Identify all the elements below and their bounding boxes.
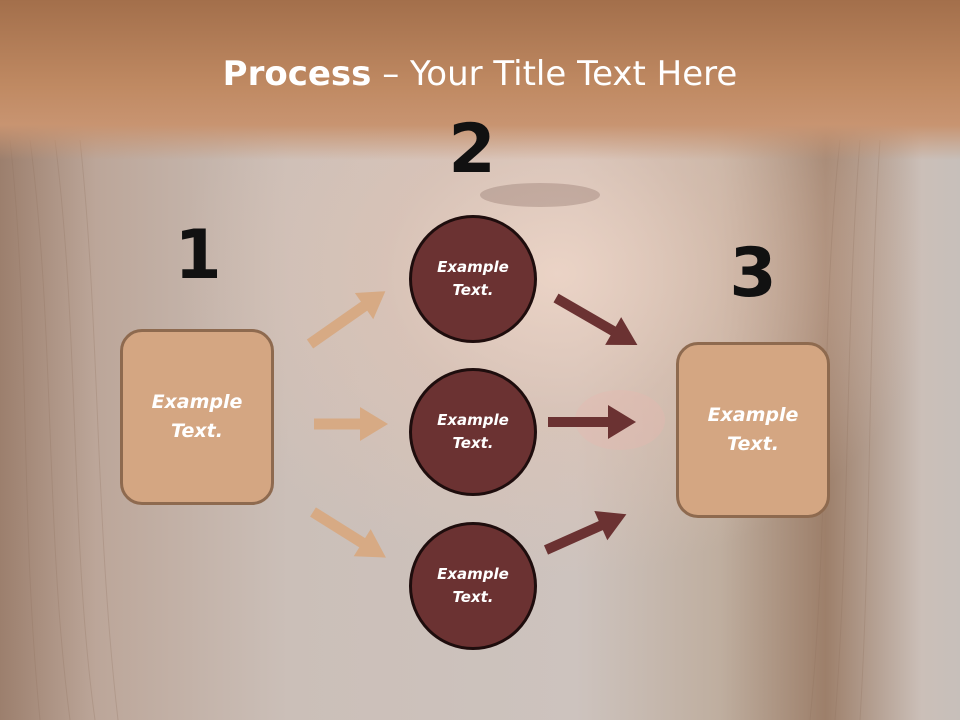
step-1-box-text: Example Text. bbox=[151, 391, 243, 442]
circle-top: Example Text. bbox=[409, 215, 537, 343]
circle-middle-text: Example Text. bbox=[437, 411, 509, 452]
step-number-2: 2 bbox=[448, 110, 496, 189]
circle-bottom: Example Text. bbox=[409, 522, 537, 650]
circle-top-text: Example Text. bbox=[437, 258, 509, 299]
arrow-right-up-icon bbox=[306, 291, 386, 349]
circle-bottom-text: Example Text. bbox=[437, 565, 509, 606]
circle-middle: Example Text. bbox=[409, 368, 537, 496]
step-3-box: Example Text. bbox=[676, 342, 830, 518]
arrow-right-up-icon bbox=[543, 510, 627, 555]
header-band bbox=[0, 0, 960, 160]
step-number-1: 1 bbox=[174, 216, 222, 295]
title-bold: Process bbox=[222, 54, 372, 94]
step-number-3: 3 bbox=[729, 234, 777, 313]
arrow-right-down-icon bbox=[553, 293, 638, 345]
slide-title: Process – Your Title Text Here bbox=[0, 52, 960, 96]
arrow-right-icon bbox=[314, 407, 388, 441]
title-separator: – bbox=[371, 54, 411, 94]
arrow-right-icon bbox=[548, 405, 636, 439]
step-3-box-text: Example Text. bbox=[707, 404, 799, 455]
title-regular: Your Title Text Here bbox=[410, 54, 738, 94]
step-1-box: Example Text. bbox=[120, 329, 274, 505]
arrow-right-down-icon bbox=[310, 507, 386, 558]
